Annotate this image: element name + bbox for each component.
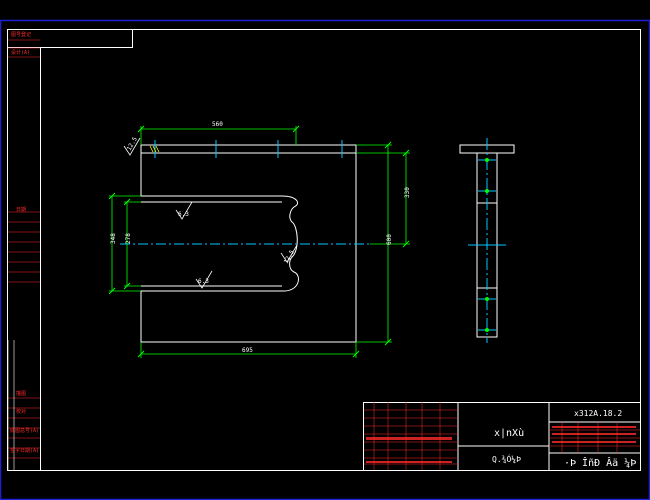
title-block-red-marks [366,426,636,463]
strip-label-1: 图号登记 [11,31,31,38]
dim-left-outer: 348 [110,233,117,244]
part-name: x|nXù [494,427,524,439]
left-strip [8,39,40,459]
front-view-outline [140,144,357,343]
strip-label-2: 设计(A) [11,49,30,56]
dimension-ticks [108,125,410,358]
side-view-centerlines [468,138,506,343]
strip-label-6: 签字日期(A) [10,447,39,454]
roughness-top-left: 12.5 [126,136,139,152]
dimension-lines [109,126,410,358]
left-strip-verticals [7,340,15,470]
front-view-slot-edges [141,201,282,287]
title-block [363,402,641,471]
strip-label-4: 校对 [16,408,26,415]
roughness-symbols [123,137,298,289]
dim-left-inner: 278 [125,233,132,244]
strip-label-date: 日期 [16,207,26,213]
drawing-frame [7,29,641,471]
roughness-slot-bottom: 6.3 [198,278,209,285]
company-name: ·Þ ÎñÐ ­Âä ¼Þ [564,456,636,469]
strip-label-5: 底图总号(A) [10,427,39,434]
dim-right-slot: 330 [404,187,411,198]
side-view-holes [485,158,489,332]
roughness-slot-top: 6.3 [178,211,189,218]
roughness-slot-right: 12.5 [283,249,296,265]
drawing-number: x312A.18.2 [574,409,622,418]
dim-right-height: 600 [386,234,393,245]
dim-top-width: 560 [212,121,223,128]
material: Q.¾Ó¼Þ [492,453,521,464]
strip-label-3: 描图 [16,390,26,397]
title-block-grid [364,402,640,470]
section-hatch [149,145,160,153]
dim-bottom-width: 695 [242,347,253,354]
front-view-holes [154,140,343,158]
